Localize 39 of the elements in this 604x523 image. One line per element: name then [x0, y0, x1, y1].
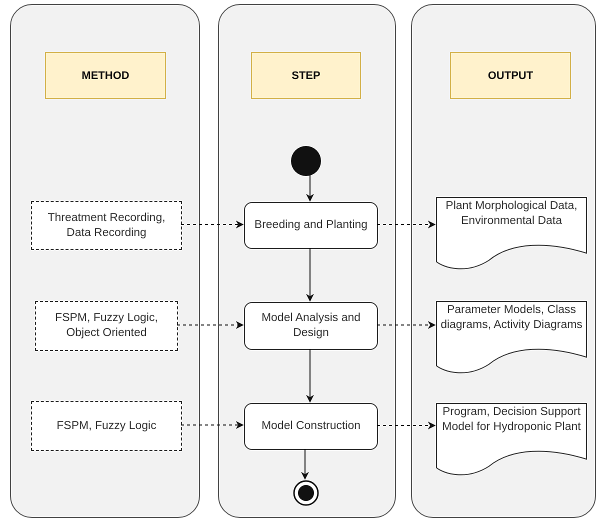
arrow: [306, 174, 314, 202]
node-label: Model Analysis and Design: [260, 311, 362, 341]
end-node: [293, 480, 319, 506]
node-label: Parameter Models, Class diagrams, Activity Diagrams: [440, 303, 584, 333]
process-box: [244, 403, 378, 450]
node-label: FSPM, Fuzzy Logic: [56, 418, 156, 434]
arrow: [306, 348, 314, 403]
method-box: [31, 201, 182, 250]
arrow: [376, 220, 436, 228]
node-label: Breeding and Planting: [254, 218, 368, 233]
node-label: Plant Morphological Data, Environmental Data: [444, 199, 578, 229]
process-box: [244, 302, 378, 350]
lane-header: [450, 52, 571, 99]
arrow: [376, 321, 436, 329]
process-box: [244, 202, 378, 249]
arrow: [180, 220, 244, 228]
arrow: [301, 448, 309, 480]
node-label: Model Construction: [261, 419, 361, 434]
node-label: STEP: [292, 70, 320, 82]
method-box: [31, 401, 182, 451]
arrow: [376, 422, 436, 430]
node-label: FSPM, Fuzzy Logic, Object Oriented: [54, 311, 159, 341]
node-label: Threatment Recording, Data Recording: [46, 210, 166, 240]
swimlane: [411, 4, 596, 518]
swimlane: [10, 4, 200, 518]
arrow: [176, 321, 244, 329]
start-node: [291, 146, 321, 176]
arrow: [306, 248, 314, 302]
swimlane: [218, 4, 396, 518]
document-shape: [436, 403, 587, 475]
node-label: METHOD: [82, 70, 130, 82]
lane-header: [251, 52, 361, 99]
arrow: [180, 421, 244, 429]
method-box: [35, 301, 178, 351]
lane-header: [45, 52, 166, 99]
document-shape: [436, 197, 587, 269]
node-label: OUTPUT: [488, 70, 534, 82]
node-label: Program, Decision Support Model for Hydroponic Plant: [441, 405, 582, 435]
document-shape: [436, 301, 587, 373]
